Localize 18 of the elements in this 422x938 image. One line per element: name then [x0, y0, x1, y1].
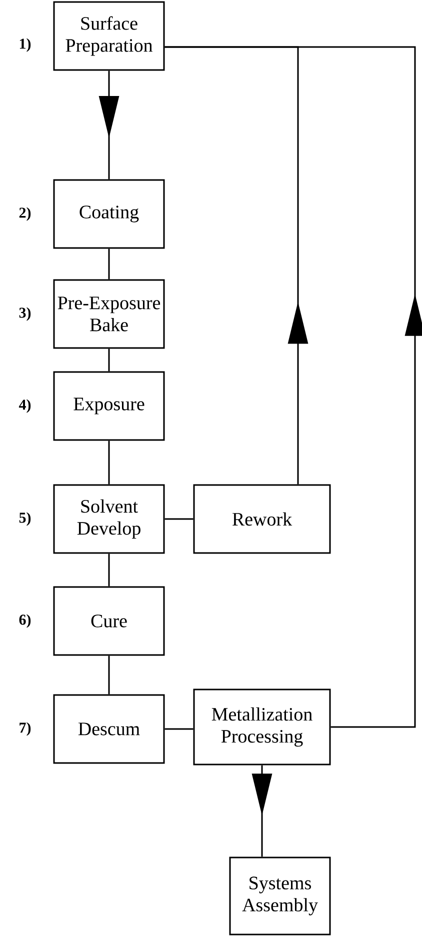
- step-number: 3): [19, 307, 31, 321]
- step-number: 7): [20, 722, 31, 736]
- process-box: Metallization Processing: [193, 688, 331, 766]
- process-box: Exposure: [53, 371, 165, 441]
- arrow: [164, 46, 422, 728]
- step-number: 4): [18, 399, 31, 413]
- process-box: Solvent Develop: [53, 484, 165, 554]
- process-box: Rework: [193, 484, 331, 554]
- step-number: 5): [19, 512, 31, 526]
- step-number: 6): [19, 614, 31, 628]
- process-box: Pre-Exposure Bake: [53, 279, 165, 349]
- step-number: 1): [20, 38, 31, 52]
- process-box: Cure: [53, 586, 165, 656]
- process-box: Descum: [53, 694, 165, 764]
- process-box: Systems Assembly: [229, 856, 331, 936]
- process-box: Surface Preparation: [53, 1, 165, 71]
- step-number: 2): [19, 207, 31, 221]
- process-box: Coating: [53, 179, 165, 249]
